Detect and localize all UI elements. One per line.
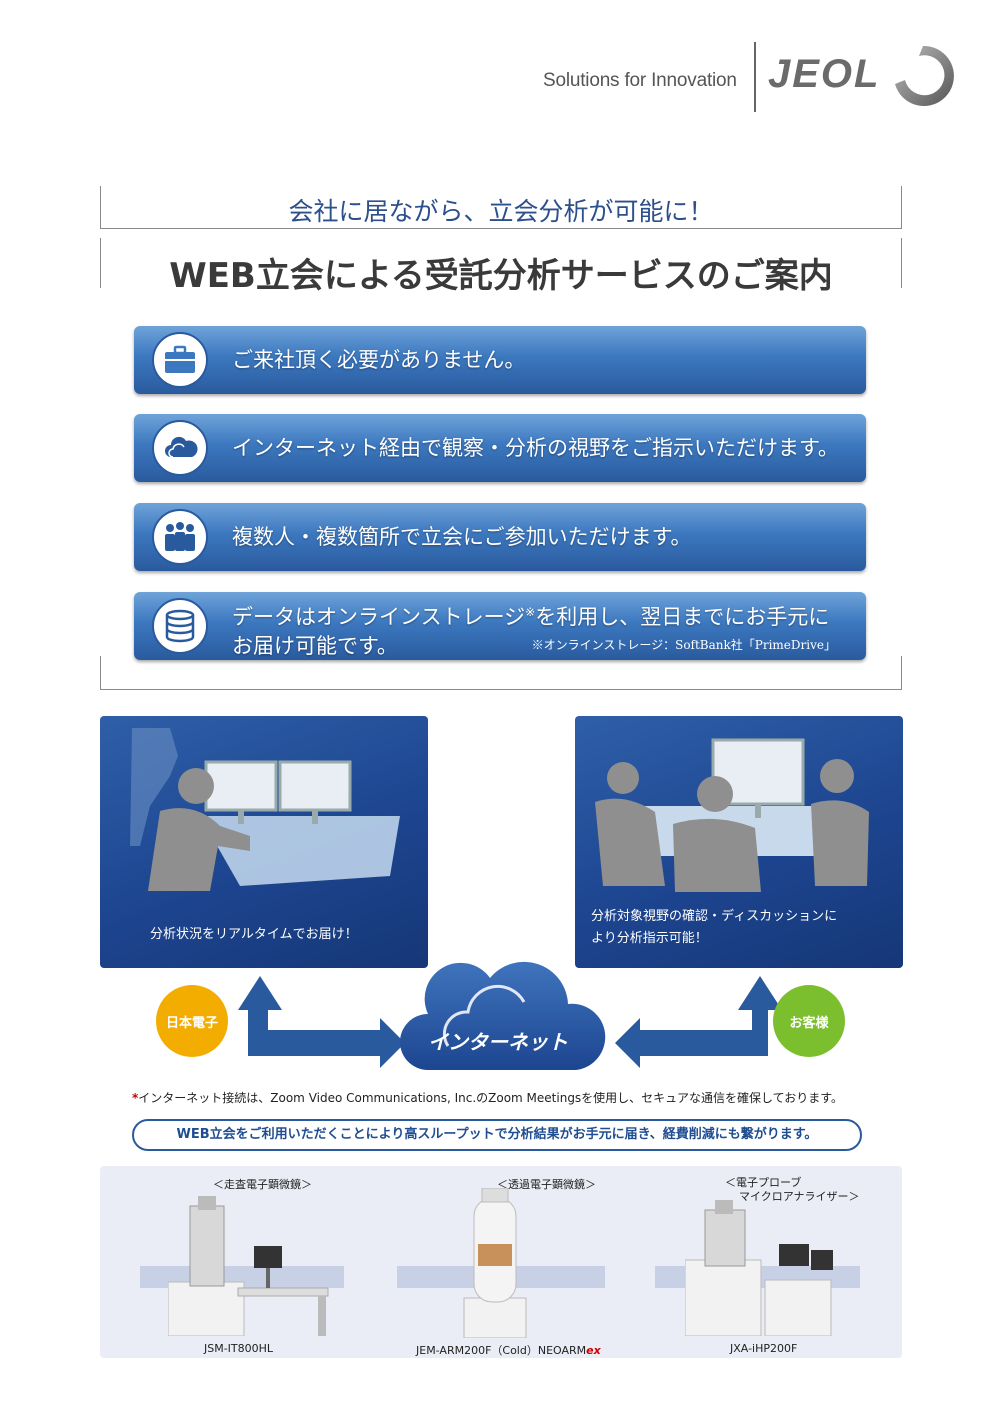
jeol-badge: 日本電子 — [156, 985, 228, 1057]
frame-line — [100, 689, 902, 690]
database-icon — [152, 598, 208, 654]
people-icon — [152, 509, 208, 565]
cloud-icon — [152, 420, 208, 476]
epma-instrument-illustration — [685, 1200, 833, 1336]
equipment-category-epma: ＜電子プローブ マイクロアナライザー＞ — [725, 1176, 860, 1203]
feature-bar-online-storage: データはオンラインストレージ※を利用し、翌日までにお手元に お届け可能です。 ※… — [134, 592, 866, 660]
meeting-scene-illustration — [595, 738, 869, 892]
benefit-highlight: WEB立会をご利用いただくことにより高スループットで分析結果がお手元に届き、経費… — [132, 1119, 862, 1151]
frame-line — [901, 656, 902, 690]
feature-bar-remote-instruction: インターネット経由で観察・分析の視野をご指示いただけます。 — [134, 414, 866, 482]
frame-line — [901, 238, 902, 288]
feature-text: インターネット経由で観察・分析の視野をご指示いただけます。 — [232, 436, 839, 460]
footnote: *インターネット接続は、Zoom Video Communications, I… — [132, 1091, 844, 1105]
jeol-logo-mark-icon — [885, 40, 955, 114]
scene-panel-jeol: 分析状況をリアルタイムでお届け！ — [100, 716, 428, 968]
frame-line — [100, 186, 101, 228]
subtitle: 会社に居ながら、立会分析が可能に！ — [288, 197, 714, 226]
feature-bar-no-visit: ご来社頂く必要がありません。 — [134, 326, 866, 394]
equipment-model-epma: JXA-iHP200F — [730, 1342, 798, 1355]
equipment-category-tem: ＜透過電子顕微鏡＞ — [497, 1178, 596, 1191]
frame-line — [100, 238, 101, 288]
connection-arrows-icon — [238, 976, 782, 1068]
header-divider — [754, 42, 756, 112]
scene-panel-customer: 分析対象視野の確認・ディスカッションにより分析指示可能！ — [575, 716, 903, 968]
feature-text: 複数人・複数箇所で立会にご参加いただけます。 — [232, 525, 692, 549]
tagline: Solutions for Innovation — [543, 70, 737, 91]
tem-instrument-illustration — [463, 1188, 527, 1338]
frame-line — [901, 186, 902, 228]
frame-line — [100, 656, 101, 690]
page-title: WEB立会による受託分析サービスのご案内 — [169, 256, 833, 296]
feature-text: データはオンラインストレージ※を利用し、翌日までにお手元に お届け可能です。 — [232, 605, 830, 658]
feature-text: ご来社頂く必要がありません。 — [232, 348, 526, 372]
briefcase-icon — [152, 332, 208, 388]
equipment-model-sem: JSM-IT800HL — [204, 1342, 274, 1355]
scene-caption-left: 分析状況をリアルタイムでお届け！ — [150, 927, 358, 942]
internet-label: インターネット — [428, 1030, 568, 1054]
operator-scene-illustration — [130, 728, 400, 891]
scene-caption-right: 分析対象視野の確認・ディスカッションにより分析指示可能！ — [591, 909, 838, 946]
frame-line — [100, 228, 902, 229]
equipment-model-tem: JEM-ARM200F（Cold）NEOARMex — [416, 1344, 601, 1357]
equipment-category-sem: ＜走査電子顕微鏡＞ — [213, 1178, 312, 1191]
feature-bar-multiple-attendees: 複数人・複数箇所で立会にご参加いただけます。 — [134, 503, 866, 571]
equipment-section: ＜走査電子顕微鏡＞ ＜透過電子顕微鏡＞ ＜電子プローブ マイクロアナライザー＞ … — [100, 1166, 902, 1358]
storage-note: ※オンラインストレージ：SoftBank社「PrimeDrive」 — [531, 638, 836, 652]
sem-instrument-illustration — [168, 1196, 329, 1336]
internet-cloud-icon — [400, 961, 606, 1070]
jeol-logo-text: JEOL — [768, 52, 881, 96]
customer-badge: お客様 — [773, 985, 845, 1057]
